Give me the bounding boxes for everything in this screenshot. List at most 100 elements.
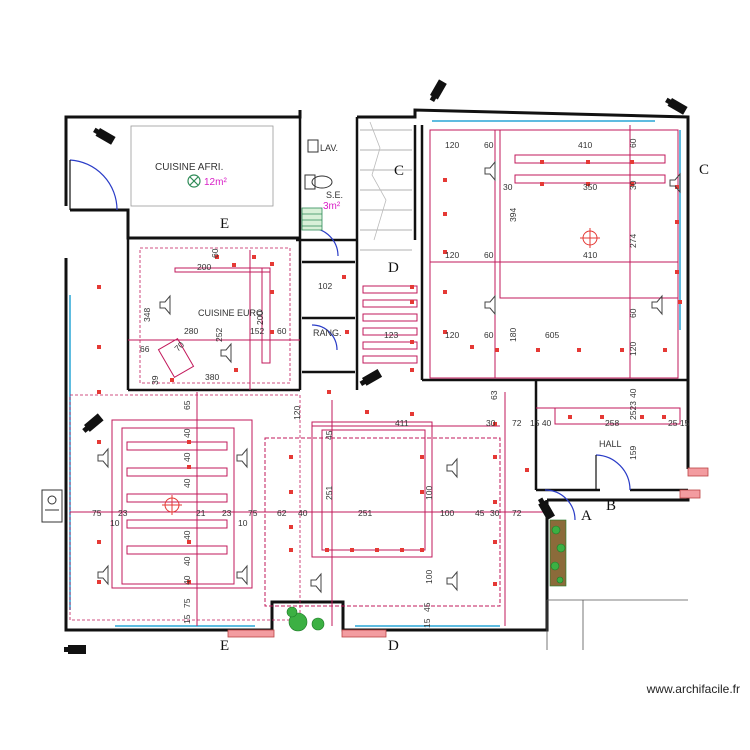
light-fixture-icons xyxy=(162,228,600,515)
dim-label: 15 40 xyxy=(530,418,552,428)
dim-label: 40 xyxy=(182,575,192,585)
room-label-lav: LAV. xyxy=(320,143,338,153)
dim-label: 23 xyxy=(222,508,232,518)
dim-label: 63 xyxy=(489,390,499,400)
dim-label: 60 xyxy=(484,330,494,340)
stair-treads xyxy=(362,285,418,364)
watermark: www.archifacile.fr xyxy=(646,682,740,696)
dim-label: 75 xyxy=(248,508,258,518)
dim-label: 152 xyxy=(250,326,264,336)
dashed-outlines xyxy=(69,247,301,621)
dim-label: 40 xyxy=(628,388,638,398)
section-mark-c-1: C xyxy=(394,163,404,179)
dim-label: 60 xyxy=(628,138,638,148)
plant-icons xyxy=(286,519,567,632)
smoke-detector-icon xyxy=(187,174,201,188)
dim-label: 60 xyxy=(484,140,494,150)
dim-label: 60 xyxy=(628,308,638,318)
dim-label: 45 xyxy=(422,602,432,612)
toilet-icon xyxy=(304,174,333,190)
camera-icons xyxy=(64,79,688,654)
dim-label: 30 xyxy=(628,180,638,190)
dim-label: 100 xyxy=(424,570,434,584)
dim-label: 21 xyxy=(196,508,206,518)
dim-label: 120 xyxy=(628,342,638,356)
dim-label: 30 xyxy=(486,418,496,428)
inner-walls xyxy=(126,117,688,492)
section-mark-d-2: D xyxy=(388,638,399,654)
dim-label: 66 xyxy=(140,344,150,354)
dim-label: 100 xyxy=(424,486,434,500)
dim-label: 30 xyxy=(490,508,500,518)
dimension-labels: 120 60 410 60 350 30 30 394 274 410 120 … xyxy=(92,138,690,628)
dim-label: 10 xyxy=(238,518,248,528)
dim-label: 60 xyxy=(210,248,220,258)
dim-label: 25 15 xyxy=(668,418,690,428)
dim-label: 605 xyxy=(545,330,559,340)
dim-label: 251 xyxy=(324,486,334,500)
ceiling-spots xyxy=(97,160,682,586)
dim-label: 348 xyxy=(142,308,152,322)
dim-label: 62 xyxy=(277,508,287,518)
room-label-rang: RANG. xyxy=(313,328,342,338)
thresholds xyxy=(227,467,709,638)
room-label-hall: HALL xyxy=(599,439,622,449)
dim-label: 10 xyxy=(110,518,120,528)
section-mark-e-2: E xyxy=(220,638,229,654)
room-label-cuisine-euro: CUISINE EURO xyxy=(198,308,263,318)
dim-label: 411 xyxy=(395,418,409,428)
dim-label: 280 xyxy=(184,326,198,336)
dim-label: 123 xyxy=(384,330,398,340)
dim-label: 23 xyxy=(118,508,128,518)
dim-label: 75 xyxy=(182,598,192,608)
dim-label: 60 xyxy=(484,250,494,260)
dim-label: 380 xyxy=(205,372,219,382)
washbasin-icon xyxy=(307,139,319,153)
room-label-cuisine-afri: CUISINE AFRI. xyxy=(155,162,223,173)
dim-label: 72 xyxy=(512,508,522,518)
dim-label: 180 xyxy=(508,328,518,342)
dim-label: 410 xyxy=(583,250,597,260)
dim-label: 15 xyxy=(422,618,432,628)
section-mark-c-2: C xyxy=(699,162,709,178)
dim-label: 30 xyxy=(503,182,513,192)
shower-tray xyxy=(301,207,323,231)
dim-label: 39 xyxy=(150,375,160,385)
exterior-lines xyxy=(546,599,688,650)
dim-label: 40 xyxy=(182,556,192,566)
electric-panel-icon xyxy=(41,489,63,523)
dim-label: 200 xyxy=(197,262,211,272)
dim-label: 40 xyxy=(182,478,192,488)
dim-label: 2523 xyxy=(628,401,638,420)
dim-label: 200 xyxy=(255,311,265,325)
dim-label: 394 xyxy=(508,208,518,222)
dim-label: 120 xyxy=(445,250,459,260)
dim-label: 40 xyxy=(182,530,192,540)
dim-label: 40 xyxy=(182,452,192,462)
speaker-icons xyxy=(97,160,681,594)
dim-label: 72 xyxy=(512,418,522,428)
section-mark-e-1: E xyxy=(220,216,229,232)
dim-label: 40 xyxy=(182,428,192,438)
dim-label: 120 xyxy=(445,140,459,150)
dim-label: 159 xyxy=(628,446,638,460)
dim-label: 45 xyxy=(324,430,334,440)
dim-label: 274 xyxy=(628,234,638,248)
dim-label: 15 xyxy=(182,614,192,624)
cuisine-afri-outline xyxy=(130,125,274,207)
dim-label: 252 xyxy=(214,328,224,342)
room-area-se: 3m² xyxy=(323,201,341,212)
dim-label: 120 xyxy=(292,406,302,420)
dim-label: 251 xyxy=(358,508,372,518)
dim-label: 120 xyxy=(445,330,459,340)
dim-label: 70 xyxy=(172,339,186,353)
staircase xyxy=(360,121,412,251)
dim-label: 40 xyxy=(298,508,308,518)
room-label-se: S.E. xyxy=(326,190,343,200)
section-mark-b: B xyxy=(606,498,616,514)
room-label-store: 102 xyxy=(318,281,332,291)
section-mark-a: A xyxy=(581,508,592,524)
dim-label: 60 xyxy=(277,326,287,336)
dim-label: 100 xyxy=(440,508,454,518)
